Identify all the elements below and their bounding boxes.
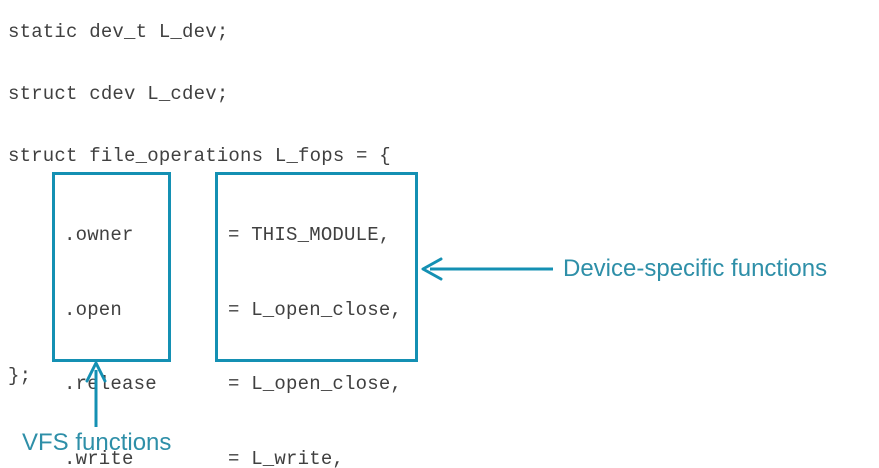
vfs-functions-label: VFS functions	[22, 429, 172, 456]
field-name: .open	[64, 298, 123, 321]
field-name: .owner	[64, 224, 134, 246]
code-line-struct-file-operations: struct file_operations L_fops = {	[8, 145, 391, 167]
field-value: = L_open_close,	[228, 373, 403, 396]
field-value: = THIS_MODULE,	[228, 224, 391, 246]
field-name: .write	[64, 447, 134, 468]
field-value-column: = THIS_MODULE, = L_open_close, = L_open_…	[228, 176, 402, 468]
device-specific-functions-label: Device-specific functions	[563, 255, 828, 282]
code-line-closing-brace: };	[8, 365, 32, 387]
code-line-static-dev: static dev_t L_dev;	[8, 21, 229, 43]
device-arrow-icon	[421, 257, 553, 281]
field-name: .release	[64, 373, 157, 396]
field-value: = L_open_close,	[228, 298, 403, 321]
device-specific-functions-box	[215, 172, 418, 362]
vfs-functions-box	[52, 172, 171, 362]
field-value: = L_write,	[228, 447, 345, 468]
field-name-column: .owner .open .release .write .read .ioct…	[64, 176, 157, 468]
code-line-struct-cdev: struct cdev L_cdev;	[8, 83, 229, 105]
